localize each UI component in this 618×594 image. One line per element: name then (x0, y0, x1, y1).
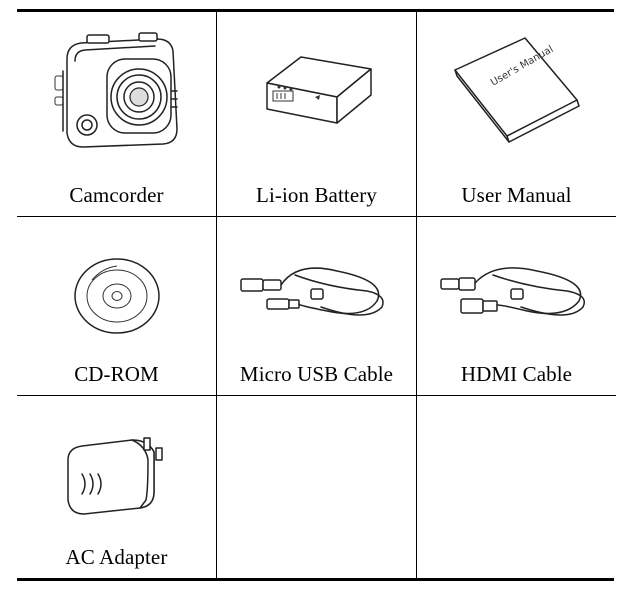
cd-icon (73, 258, 160, 334)
item-label: AC Adapter (65, 545, 168, 569)
item-cell-empty (216, 395, 417, 578)
ac-adapter-icon (66, 437, 163, 515)
bottom-rule (17, 578, 614, 581)
battery-icon (265, 56, 372, 124)
item-label: CD-ROM (74, 362, 159, 386)
item-cell-ac-adapter: AC Adapter (17, 395, 217, 578)
manual-icon: User's Manual (453, 37, 580, 143)
item-cell-battery: Li-ion Battery (216, 12, 417, 217)
package-contents-table: Camcorder (17, 9, 616, 581)
item-cell-micro-usb-cable: Micro USB Cable (216, 216, 417, 396)
item-label: HDMI Cable (460, 362, 573, 386)
item-label: User Manual (461, 183, 572, 207)
hdmi-cable-icon (439, 267, 585, 316)
item-cell-empty (416, 395, 616, 578)
contents-grid: Camcorder (17, 12, 616, 578)
item-cell-cd-rom: CD-ROM (17, 216, 217, 396)
item-label: Li-ion Battery (256, 183, 377, 207)
item-label: Micro USB Cable (239, 362, 394, 386)
item-cell-camcorder: Camcorder (17, 12, 217, 217)
table-row: Camcorder (17, 12, 616, 217)
item-label: Camcorder (69, 183, 164, 207)
camcorder-icon (54, 32, 178, 148)
table-row: CD-ROM (17, 216, 616, 396)
table-row: AC Adapter (17, 395, 616, 578)
top-rule (17, 9, 614, 12)
usb-cable-icon (239, 267, 384, 316)
item-cell-user-manual: User's Manual User Manual (416, 12, 616, 217)
item-cell-hdmi-cable: HDMI Cable (416, 216, 616, 396)
